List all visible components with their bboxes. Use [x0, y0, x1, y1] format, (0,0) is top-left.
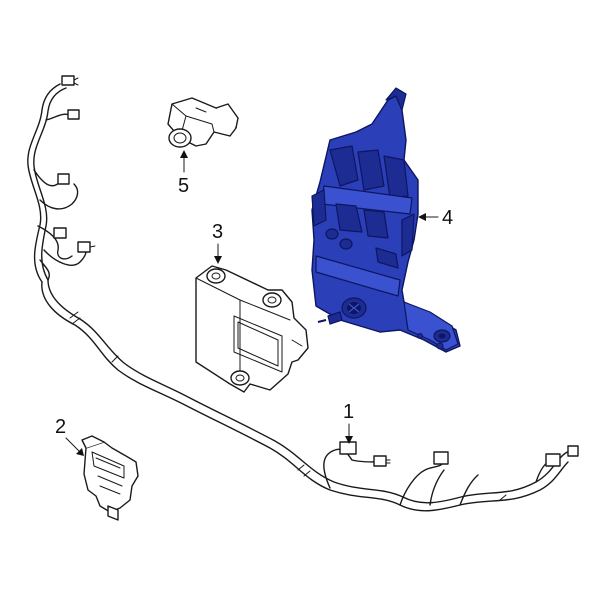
connector-right-a: [433, 451, 449, 465]
module-part-3: [195, 265, 309, 393]
connector-lower-branch-a: [53, 227, 67, 239]
connector-1-main: [339, 441, 357, 455]
connector-top: [61, 75, 75, 86]
callout-label-4: 4: [442, 207, 453, 229]
sensor-part-5: [167, 97, 239, 148]
callout-2: 2: [55, 416, 84, 456]
wiring-harness: [27, 75, 579, 512]
connector-end: [567, 445, 579, 457]
callout-label-3: 3: [212, 221, 223, 243]
callout-label-5: 5: [178, 175, 189, 197]
callout-label-1: 1: [343, 401, 354, 423]
callout-5: 5: [178, 150, 189, 197]
connector-right-b: [545, 453, 561, 467]
callout-4: 4: [418, 207, 453, 229]
callout-3: 3: [212, 221, 223, 264]
connector-1-side: [373, 455, 387, 467]
callout-label-2: 2: [55, 416, 66, 438]
callout-1: 1: [343, 401, 354, 444]
connector-part-2: [81, 435, 139, 521]
bracket-part-4: [311, 87, 461, 353]
connector-lower-branch-b: [77, 241, 91, 253]
connector-mid-branch: [57, 173, 70, 185]
connector-upper-branch: [67, 109, 80, 120]
